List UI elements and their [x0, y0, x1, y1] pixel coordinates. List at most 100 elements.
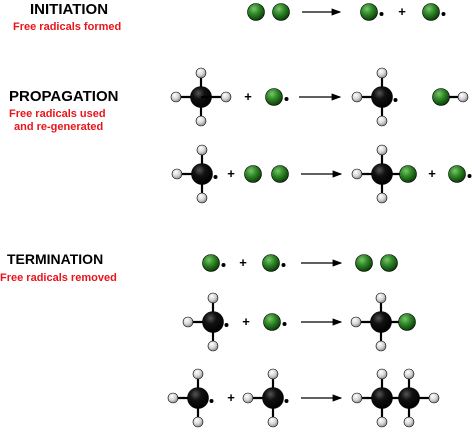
hydrogen-atom [376, 115, 388, 127]
chlorine-atom [422, 3, 440, 21]
radical-dot [441, 12, 446, 16]
hydrogen-atom [267, 368, 279, 380]
chlorine-atom [244, 165, 262, 183]
plus-sign: + [242, 314, 250, 329]
methyl-radical [242, 368, 289, 428]
carbon-atom [398, 387, 420, 409]
methyl-radical [351, 67, 398, 127]
hydrogen-atom [192, 416, 204, 428]
chlorine-radical [360, 3, 384, 21]
hydrogen-atom [196, 144, 208, 156]
chlorine-atom [380, 254, 398, 272]
radical-dot [224, 323, 229, 327]
hydrogen-atom [375, 292, 387, 304]
plus-sign: + [227, 166, 235, 181]
hydrogen-atom [267, 416, 279, 428]
methyl-radical [182, 292, 229, 352]
hydrogen-atom [375, 340, 387, 352]
chlorine-atom [432, 88, 450, 106]
carbon-atom [191, 163, 213, 185]
chlorine-molecule [244, 165, 289, 183]
carbon-atom [187, 387, 209, 409]
chlorine-atom [448, 165, 466, 183]
hydrogen-atom [195, 67, 207, 79]
chlorine-radical [202, 254, 226, 272]
carbon-atom [262, 387, 284, 409]
hydrogen-atom [207, 340, 219, 352]
ethane-molecule [351, 368, 440, 428]
hydrogen-atom [192, 368, 204, 380]
plus-sign: + [239, 255, 247, 270]
chlorine-atom [263, 313, 281, 331]
hydrogen-atom [376, 144, 388, 156]
radical-dot [221, 263, 226, 267]
hydrogen-atom [167, 392, 179, 404]
hydrogen-atom [171, 168, 183, 180]
termination-subtitle: Free radicals removed [0, 272, 117, 284]
methyl-radical [171, 144, 218, 204]
hydrogen-atom [196, 192, 208, 204]
chlorine-atom [262, 254, 280, 272]
chlorine-radical [448, 165, 472, 183]
chlorine-atom [272, 3, 290, 21]
methane-molecule [170, 67, 232, 127]
propagation-subtitle-line-1: Free radicals used [9, 108, 106, 120]
chlorine-radical [263, 313, 287, 331]
carbon-atom [371, 387, 393, 409]
chlorine-atom [360, 3, 378, 21]
plus-sign: + [227, 390, 235, 405]
carbon-atom [202, 311, 224, 333]
radical-dot [284, 399, 289, 403]
hydrogen-atom [195, 115, 207, 127]
radical-dot [209, 399, 214, 403]
hydrogen-atom [376, 368, 388, 380]
plus-sign: + [428, 166, 436, 181]
chlorine-radical [265, 88, 289, 106]
hydrogen-atom [457, 91, 469, 103]
initiation-subtitle: Free radicals formed [13, 21, 122, 33]
hydrogen-atom [207, 292, 219, 304]
chlorine-atom [355, 254, 373, 272]
chlorine-atom [399, 165, 417, 183]
carbon-atom [371, 86, 393, 108]
chlorine-atom [265, 88, 283, 106]
hydrogen-atom [376, 416, 388, 428]
chlorine-radical [422, 3, 446, 21]
termination-title: TERMINATION [7, 251, 104, 267]
hydrogen-atom [403, 368, 415, 380]
chloromethane-molecule [350, 292, 416, 352]
carbon-atom [370, 311, 392, 333]
chlorine-atom [271, 165, 289, 183]
radical-dot [281, 263, 286, 267]
radical-dot [282, 322, 287, 326]
initiation-title: INITIATION [30, 1, 109, 18]
radical-dot [213, 175, 218, 179]
chlorine-molecule [247, 3, 290, 21]
hydrogen-atom [376, 192, 388, 204]
carbon-atom [371, 163, 393, 185]
chlorine-molecule [355, 254, 398, 272]
hydrogen-atom [351, 392, 363, 404]
chlorine-atom [398, 313, 416, 331]
hydrogen-atom [376, 67, 388, 79]
hydrogen-atom [182, 316, 194, 328]
chlorine-atom [202, 254, 220, 272]
methyl-radical [167, 368, 214, 428]
hydrogen-atom [170, 91, 182, 103]
radical-dot [467, 174, 472, 178]
plus-sign: + [398, 4, 406, 19]
hydrogen-atom [351, 91, 363, 103]
hydrogen-chloride-molecule [432, 88, 469, 106]
chloromethane-molecule [351, 144, 417, 204]
propagation-subtitle-line-2: and re-generated [14, 121, 104, 133]
hydrogen-atom [403, 416, 415, 428]
hydrogen-atom [220, 91, 232, 103]
hydrogen-atom [242, 392, 254, 404]
hydrogen-atom [428, 392, 440, 404]
radical-dot [379, 12, 384, 16]
radical-dot [393, 98, 398, 102]
propagation-title: PROPAGATION [9, 88, 119, 105]
plus-sign: + [244, 89, 252, 104]
radical-dot [284, 97, 289, 101]
